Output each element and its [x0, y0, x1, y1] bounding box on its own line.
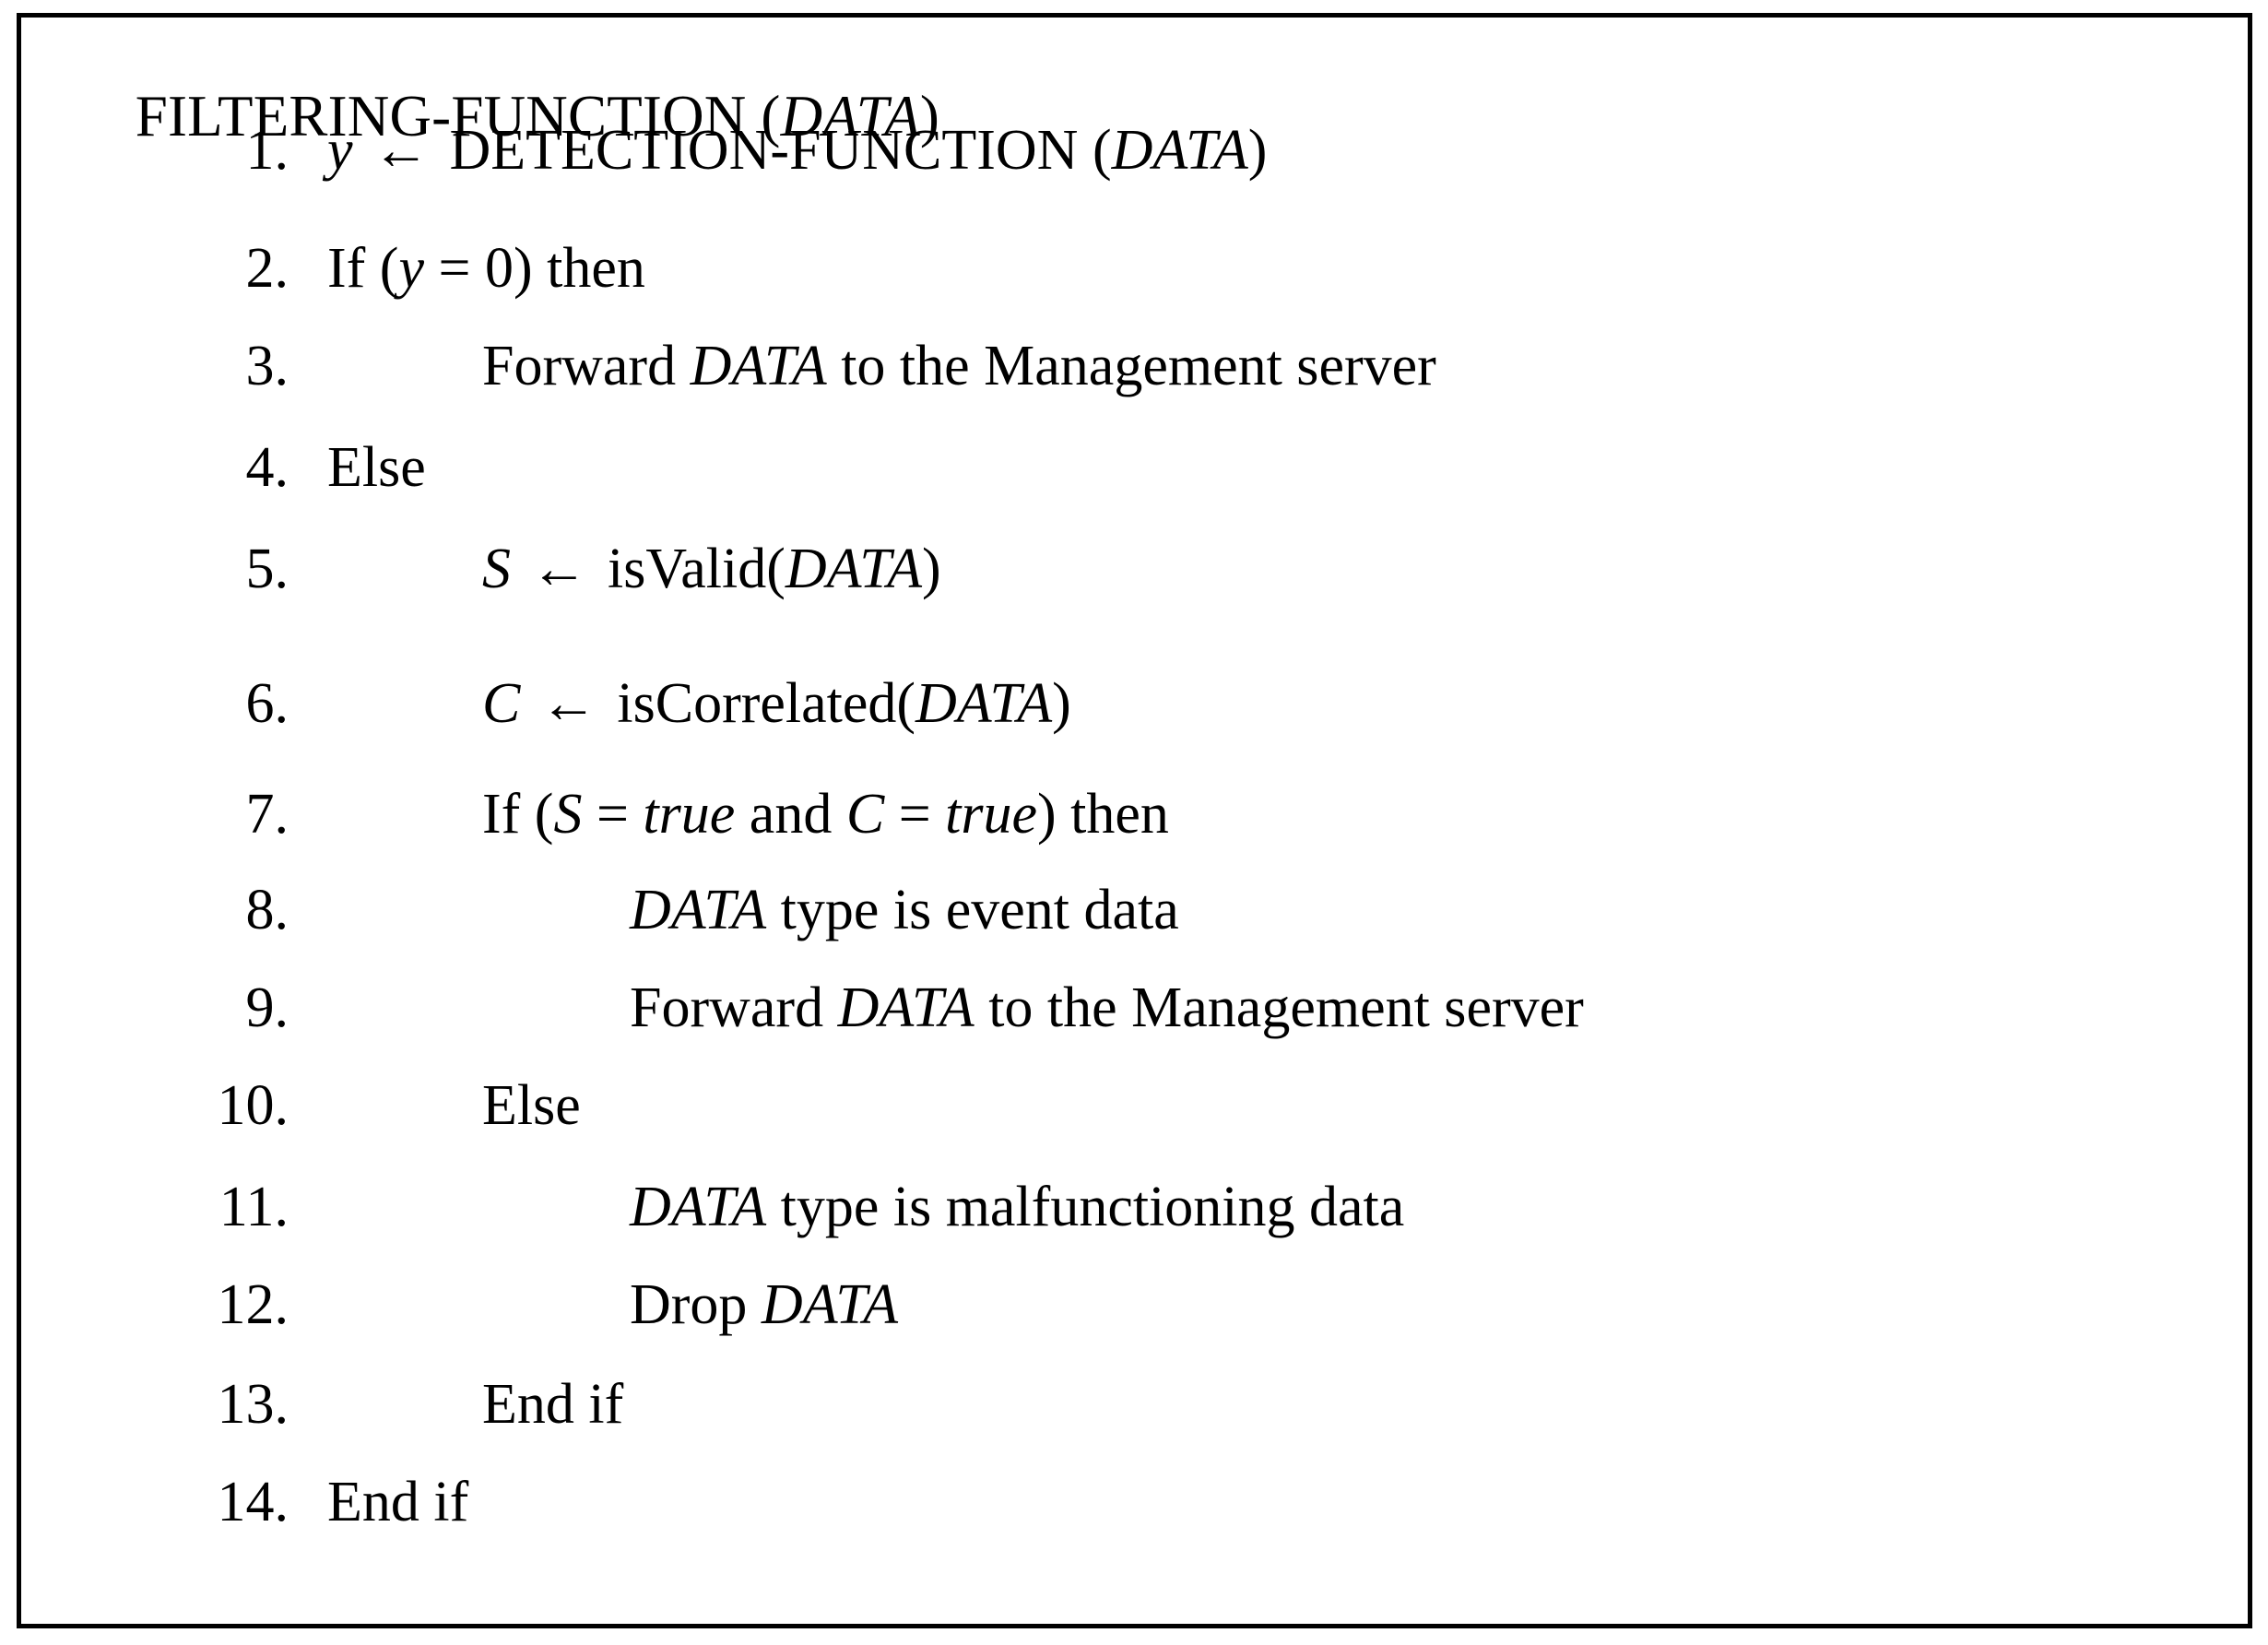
step-text-segment: C	[482, 672, 521, 735]
step-text: If (S = true and C = true) then	[482, 781, 1169, 847]
step-text: DATA type is event data	[630, 877, 1179, 943]
algorithm-step: 5. S ← isValid(DATA)	[21, 536, 2248, 602]
algorithm-param-data: DATA	[780, 84, 920, 149]
step-text-segment: Else	[482, 1074, 581, 1137]
step-text-segment: DATA	[1111, 119, 1248, 182]
algorithm-step: 12. Drop DATA	[21, 1272, 2248, 1338]
step-text-segment: )	[1052, 672, 1071, 735]
step-text: If (y = 0) then	[327, 235, 645, 302]
step-text-segment: to the Management server	[826, 335, 1436, 397]
step-text: End if	[482, 1371, 623, 1438]
step-text-segment: End if	[327, 1471, 469, 1533]
step-text-segment: DATA	[690, 335, 827, 397]
step-text-segment: S	[482, 538, 511, 600]
step-number: 5.	[245, 538, 289, 600]
step-number: 14.	[217, 1471, 289, 1533]
step-text-segment: Drop	[630, 1273, 762, 1336]
step-text-segment	[511, 538, 526, 600]
step-number: 7.	[245, 783, 289, 846]
step-text-segment: DATA	[761, 1273, 899, 1336]
step-text-segment: true	[945, 783, 1038, 846]
step-text: Forward DATA to the Management server	[482, 333, 1436, 399]
algorithm-step: 4. Else	[21, 434, 2248, 501]
step-text-segment: DATA	[837, 976, 975, 1039]
algorithm-body: FILTERING-FUNCTION (DATA) 1.y ← DETECTIO…	[21, 18, 2248, 1624]
step-text-segment: to the Management server	[974, 976, 1584, 1039]
step-text: C ← isCorrelated(DATA)	[482, 670, 1071, 737]
step-text: End if	[327, 1469, 468, 1535]
step-text-segment: Forward	[630, 976, 838, 1039]
step-text-segment: DATA	[630, 879, 767, 941]
step-text-segment: )	[1247, 119, 1268, 182]
step-text-segment: S	[553, 783, 583, 846]
step-number: 2.	[245, 237, 289, 300]
step-text-segment: type is malfunctioning data	[766, 1176, 1405, 1238]
step-text-segment: type is event data	[766, 879, 1179, 941]
step-text: Else	[327, 434, 426, 501]
algorithm-step: 7.If (S = true and C = true) then	[21, 781, 2248, 847]
step-text-segment: Else	[327, 436, 426, 499]
algorithm-step: 10. Else	[21, 1072, 2248, 1139]
assignment-arrow-icon: ←	[539, 672, 597, 735]
step-text-segment: true	[643, 783, 736, 846]
step-text-segment: )	[921, 538, 941, 600]
algorithm-step: 2. If (y = 0) then	[21, 235, 2248, 302]
step-text-segment: isValid(	[593, 538, 786, 600]
step-text-segment: DATA	[630, 1176, 767, 1238]
step-text-segment: isCorrelated(	[602, 672, 916, 735]
algorithm-frame: FILTERING-FUNCTION (DATA) 1.y ← DETECTIO…	[17, 13, 2252, 1628]
step-text-segment: and	[735, 783, 846, 846]
algorithm-signature: FILTERING-FUNCTION (DATA)	[47, 25, 939, 207]
algorithm-name: FILTERING-FUNCTION (	[135, 84, 781, 149]
step-text-segment: DETECTION-FUNCTION (	[435, 119, 1112, 182]
step-text-segment: Forward	[482, 335, 691, 397]
step-number: 3.	[245, 335, 289, 397]
step-number: 9.	[245, 976, 289, 1039]
step-text-segment	[353, 119, 368, 182]
algorithm-step: 14. End if	[21, 1469, 2248, 1535]
step-text-segment: End if	[482, 1373, 624, 1436]
step-text: Drop DATA	[630, 1272, 898, 1338]
algorithm-step: 8. DATA type is event data	[21, 877, 2248, 943]
algorithm-step: 1. y ← DETECTION-FUNCTION (DATA)	[21, 117, 2248, 183]
step-number: 4.	[245, 436, 289, 499]
algorithm-step: 3. Forward DATA to the Management server	[21, 333, 2248, 399]
algorithm-signature-close: )	[919, 84, 940, 149]
step-text: S ← isValid(DATA)	[482, 536, 941, 602]
step-number: 10.	[217, 1074, 289, 1137]
assignment-arrow-icon: ←	[372, 119, 431, 182]
step-text-segment: C	[845, 783, 885, 846]
step-text-segment: y	[327, 119, 353, 182]
step-text: Else	[482, 1072, 581, 1139]
assignment-arrow-icon: ←	[530, 538, 588, 600]
step-text-segment: If (	[327, 237, 399, 300]
step-number: 13.	[217, 1373, 289, 1436]
step-number: 1.	[245, 119, 289, 182]
step-text-segment: ) then	[1037, 783, 1169, 846]
algorithm-step: 9. Forward DATA to the Management server	[21, 975, 2248, 1041]
step-text-segment: =	[582, 783, 644, 846]
step-text: y ← DETECTION-FUNCTION (DATA)	[327, 117, 1267, 183]
step-text: DATA type is malfunctioning data	[630, 1174, 1404, 1240]
step-text-segment: DATA	[915, 672, 1053, 735]
step-text-segment	[520, 672, 535, 735]
algorithm-step: 6. C ← isCorrelated(DATA)	[21, 670, 2248, 737]
step-number: 8.	[245, 879, 289, 941]
step-text-segment: DATA	[785, 538, 922, 600]
step-number: 11.	[219, 1176, 289, 1238]
algorithm-step: 13. End if	[21, 1371, 2248, 1438]
step-number: 6.	[245, 672, 289, 735]
step-number: 12.	[217, 1273, 289, 1336]
step-text: Forward DATA to the Management server	[630, 975, 1584, 1041]
algorithm-step: 11. DATA type is malfunctioning data	[21, 1174, 2248, 1240]
step-text-segment: If (	[482, 783, 554, 846]
step-text-segment: =	[884, 783, 946, 846]
step-text-segment: y	[398, 237, 424, 300]
step-text-segment: = 0) then	[423, 237, 645, 300]
